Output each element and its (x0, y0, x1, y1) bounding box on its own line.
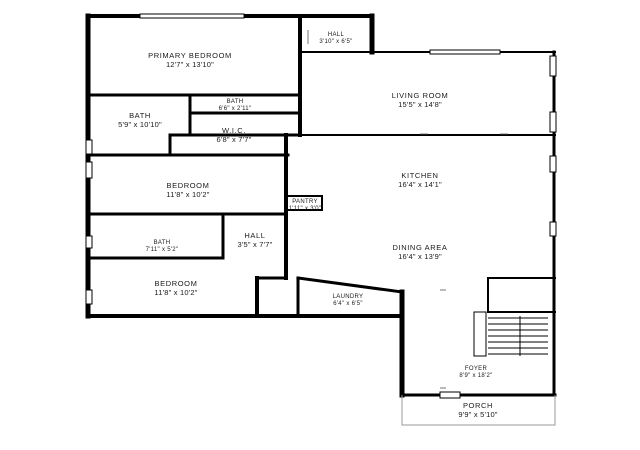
room-foyer: FOYER 8'9" x 18'2" (459, 366, 492, 380)
room-dims: 15'5" x 14'8" (398, 99, 442, 109)
room-name: HALL (244, 231, 266, 240)
room-dims: 11'8" x 10'2" (154, 287, 198, 297)
room-name: PORCH (462, 401, 494, 410)
room-laundry: LAUNDRY 6'4" x 6'5" (333, 294, 364, 308)
room-name: W.I.C. (221, 126, 247, 135)
room-bath-main: BATH 5'9" x 10'10" (118, 111, 162, 129)
porch-outline (401, 395, 556, 426)
room-primary-bedroom: PRIMARY BEDROOM 12'7" x 13'10" (148, 51, 232, 69)
windows (85, 13, 557, 399)
room-dims: 16'4" x 14'1" (398, 179, 442, 189)
room-living: LIVING ROOM 15'5" x 14'8" (391, 91, 449, 109)
room-bedroom-2: BEDROOM 11'8" x 10'2" (154, 279, 198, 297)
room-hall-mid: HALL 3'5" x 7'7" (237, 231, 273, 249)
room-name: DINING AREA (392, 243, 448, 252)
room-name: LIVING ROOM (391, 91, 449, 100)
room-dims: 8'9" x 18'2" (459, 372, 493, 379)
room-name: BATH (153, 240, 171, 246)
room-name: FOYER (464, 366, 488, 372)
room-dims: 6'8" x 7'7" (216, 134, 252, 144)
room-hall-top: HALL 3'10" x 6'5" (319, 32, 352, 46)
room-name: BEDROOM (166, 181, 210, 190)
room-dims: 9'9" x 5'10" (458, 409, 498, 419)
room-dims: 1'11" x 3'0" (288, 205, 322, 212)
room-bath-small: BATH 6'6" x 2'11" (219, 99, 252, 113)
room-bedroom-1: BEDROOM 11'8" x 10'2" (166, 181, 210, 199)
room-name: PRIMARY BEDROOM (148, 51, 232, 60)
room-dims: 6'6" x 2'11" (218, 105, 252, 112)
room-name: KITCHEN (401, 171, 439, 180)
room-dims: 11'8" x 10'2" (166, 189, 210, 199)
room-bath-3: BATH 7'11" x 5'2" (146, 240, 179, 254)
room-dims: 3'10" x 6'5" (319, 38, 353, 45)
room-name: BEDROOM (154, 279, 198, 288)
room-pantry: PANTRY 1'11" x 3'0" (289, 199, 322, 213)
room-dims: 5'9" x 10'10" (118, 119, 162, 129)
room-dims: 16'4" x 13'9" (398, 251, 442, 261)
room-dining: DINING AREA 16'4" x 13'9" (392, 243, 448, 261)
room-dims: 7'11" x 5'2" (145, 246, 179, 253)
room-name: BATH (226, 99, 244, 105)
room-dims: 3'5" x 7'7" (237, 239, 273, 249)
room-name: LAUNDRY (332, 294, 364, 300)
room-name: HALL (327, 32, 345, 38)
room-dims: 6'4" x 6'5" (333, 300, 363, 307)
stairs (473, 311, 548, 357)
room-name: PANTRY (292, 199, 318, 205)
walls (85, 13, 557, 398)
room-porch: PORCH 9'9" x 5'10" (458, 401, 498, 419)
room-dims: 12'7" x 13'10" (165, 59, 215, 69)
room-kitchen: KITCHEN 16'4" x 14'1" (398, 171, 442, 189)
door-marks (307, 30, 508, 389)
room-name: BATH (129, 111, 151, 120)
room-wic: W.I.C. 6'8" x 7'7" (216, 126, 252, 144)
